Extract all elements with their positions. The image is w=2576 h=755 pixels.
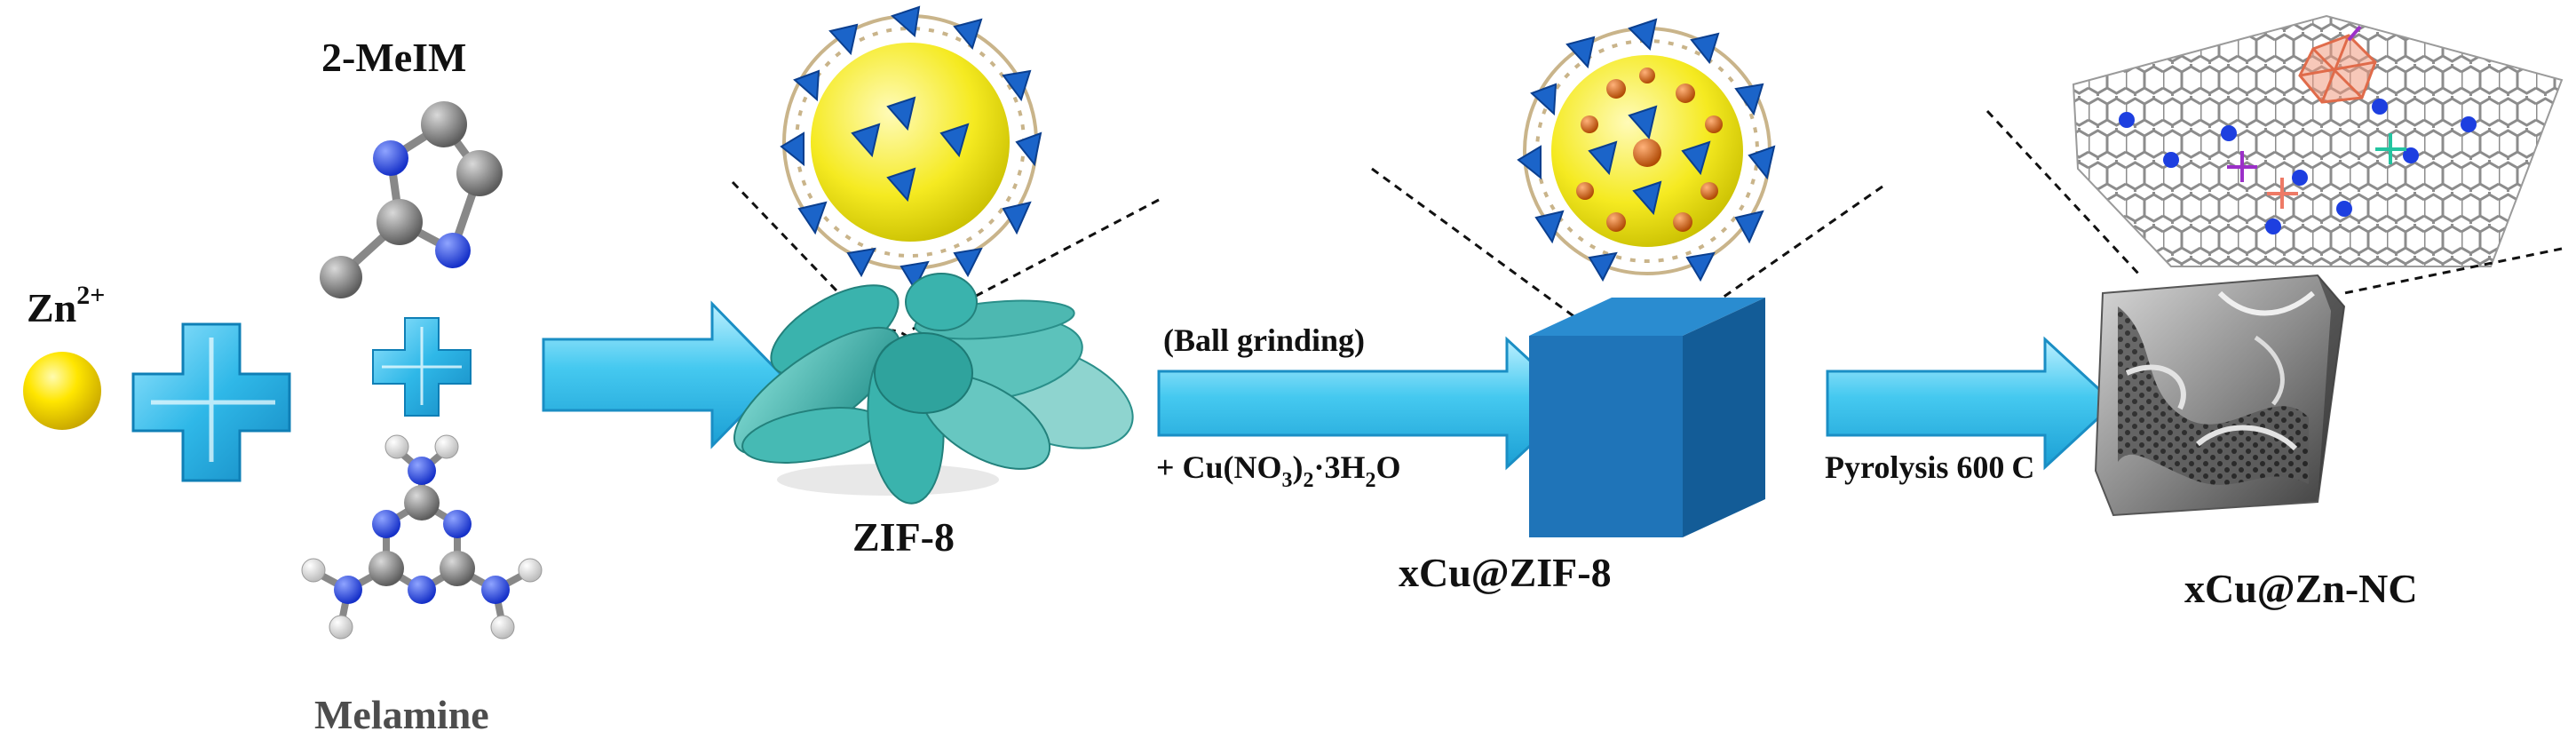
- zinc-ion-label: Zn2+: [27, 281, 105, 330]
- plus-icon: [372, 317, 472, 417]
- zif8-label: ZIF-8: [852, 514, 955, 560]
- plus-icon: [131, 322, 291, 482]
- methylimidazole-molecule: [320, 101, 503, 298]
- melamine-label: Melamine: [314, 692, 489, 737]
- zif8-crystal: [733, 273, 1134, 505]
- cu-zif8-cage-structure: [1517, 18, 1776, 282]
- reaction-arrow-2: [1157, 336, 1579, 471]
- product-label: xCu@Zn-NC: [2184, 566, 2418, 611]
- cu-zif8-label: xCu@ZIF-8: [1399, 550, 1612, 595]
- copper-nitrate-label: + Cu(NO3)2·3H2O: [1156, 449, 1401, 492]
- linker-label: 2-MeIM: [321, 35, 466, 80]
- porous-carbon-block: [2094, 274, 2346, 517]
- n-doped-graphene-sheet: [2072, 14, 2564, 267]
- zif8-cage-structure: [780, 5, 1042, 291]
- reaction-arrow-3: [1826, 336, 2117, 471]
- cu-zif8-cube: [1529, 298, 1765, 537]
- zinc-ion: [23, 352, 101, 430]
- ball-grinding-label: (Ball grinding): [1163, 322, 1365, 358]
- zoom-indicator-product: [1986, 109, 2563, 295]
- melamine-molecule: [301, 434, 543, 640]
- copper-cluster: [2298, 34, 2377, 104]
